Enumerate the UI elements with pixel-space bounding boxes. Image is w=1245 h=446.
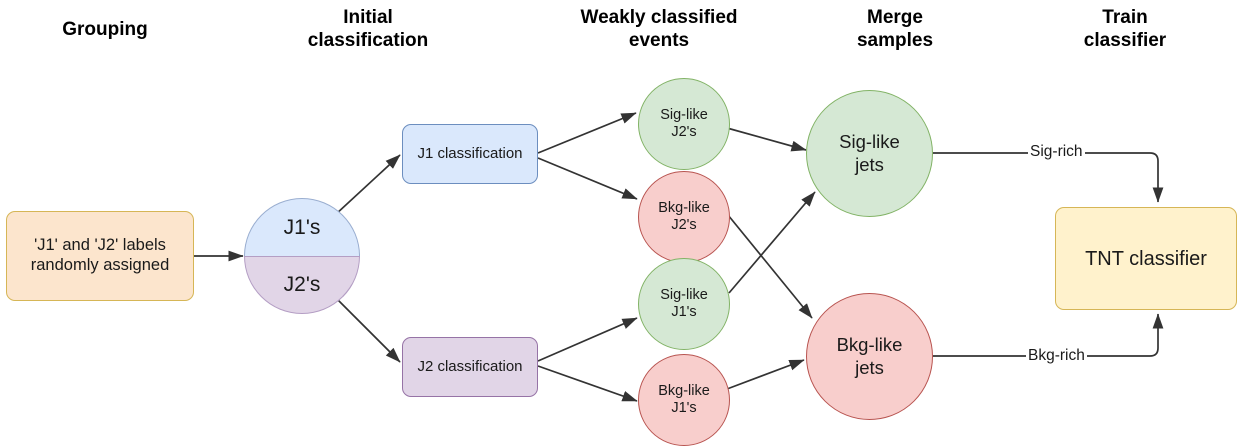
node-sig-like-j1s[interactable]: Sig-like J1's (638, 258, 730, 350)
node-bkg-like-j1s[interactable]: Bkg-like J1's (638, 354, 730, 446)
edge-sigjets-to-tnt (933, 152, 1164, 203)
edge-bkgjets-to-tnt (933, 313, 1164, 357)
node-jets-split-top-label: J1's (244, 198, 360, 256)
node-bkg-like-jets[interactable]: Bkg-like jets (806, 293, 933, 420)
edge-sigj1-to-sigjets (728, 191, 816, 294)
edge-j1class-to-sigj2 (537, 112, 637, 154)
edge-j1class-to-bkgj2 (537, 157, 638, 200)
edge-label-bkg-rich: Bkg-rich (1026, 347, 1087, 365)
column-header-initial-classification: Initial classification (307, 7, 429, 52)
edge-bkgj1-to-bkgjets (726, 359, 805, 390)
edge-j2class-to-sigj1 (537, 317, 638, 362)
column-header-grouping: Grouping (62, 19, 148, 40)
edge-bkgj2-to-bkgjets (727, 214, 813, 319)
node-jets-split-bottom-label: J2's (244, 256, 360, 314)
node-random-labels-box[interactable]: 'J1' and 'J2' labels randomly assigned (6, 211, 194, 301)
column-header-train-classifier: Train classifier (1083, 7, 1167, 52)
column-header-merge-samples: Merge samples (856, 7, 934, 52)
edge-sigj2-to-sigjets (726, 127, 807, 152)
edge-jets-to-j2class (334, 296, 401, 363)
node-j1-classification[interactable]: J1 classification (402, 124, 538, 184)
node-j2-classification[interactable]: J2 classification (402, 337, 538, 397)
edge-jets-to-j1class (334, 154, 401, 216)
node-bkg-like-j2s[interactable]: Bkg-like J2's (638, 171, 730, 263)
node-sig-like-jets[interactable]: Sig-like jets (806, 90, 933, 217)
node-tnt-classifier[interactable]: TNT classifier (1055, 207, 1237, 310)
node-sig-like-j2s[interactable]: Sig-like J2's (638, 78, 730, 170)
edge-j2class-to-bkgj1 (537, 365, 638, 402)
edge-label-sig-rich: Sig-rich (1028, 143, 1085, 161)
column-header-weakly-classified-events: Weakly classified events (580, 7, 738, 52)
node-jets-split-circle[interactable]: J1's J2's (244, 198, 360, 314)
